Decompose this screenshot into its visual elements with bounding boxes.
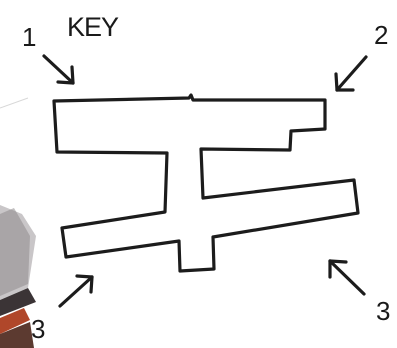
marker-label-3-left: 3 (31, 314, 45, 344)
arrow-2-icon (336, 57, 366, 90)
marker-label-1: 1 (22, 22, 36, 52)
building-footprint-outline (54, 95, 358, 271)
arrow-1-icon (44, 56, 73, 83)
arrow-3-left-icon (60, 276, 92, 306)
marker-label-2: 2 (374, 20, 388, 50)
key-title: KEY (67, 12, 119, 42)
photo-fragment (0, 98, 36, 348)
marker-label-3-right: 3 (376, 296, 390, 326)
arrow-3-right-icon (330, 261, 364, 294)
